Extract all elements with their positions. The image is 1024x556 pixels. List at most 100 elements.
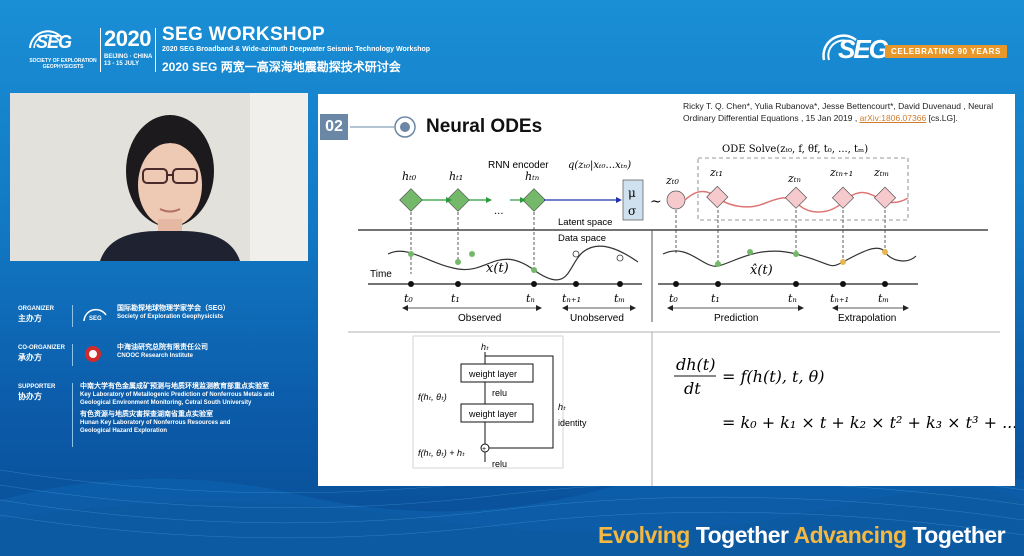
organizer-label: ORGANIZER 主办方 bbox=[18, 306, 54, 323]
h-node-n bbox=[522, 188, 546, 212]
eq-den: dt bbox=[684, 379, 701, 398]
relu-2-label: relu bbox=[492, 459, 507, 469]
data-space-label: Data space bbox=[558, 233, 606, 244]
t-left-n1: tₙ₊₁ bbox=[562, 292, 581, 305]
header-divider bbox=[100, 28, 101, 72]
header-year: 2020 bbox=[104, 26, 151, 51]
presenter-image bbox=[10, 93, 308, 261]
webcam-video bbox=[10, 93, 308, 261]
xt-label: x(t) bbox=[486, 261, 509, 276]
supporter-label: SUPPORTER 协办方 bbox=[18, 384, 56, 401]
co-organizer-name: 中海油研究总院有限责任公司 CNOOC Research Institute bbox=[117, 344, 208, 359]
org-divider bbox=[72, 383, 73, 447]
h-node-1 bbox=[446, 188, 470, 212]
z-label-1: zₜ₁ bbox=[709, 166, 723, 179]
z0-node bbox=[666, 190, 686, 210]
sigma-label: σ bbox=[628, 204, 636, 218]
t-right-n1: tₙ₊₁ bbox=[830, 292, 849, 305]
tagline: Evolving Together Advancing Together bbox=[598, 522, 1006, 548]
workshop-title: SEG WORKSHOP bbox=[162, 24, 326, 45]
cnooc-logo-icon bbox=[85, 346, 101, 362]
seg-left-wordmark: SEG bbox=[36, 32, 72, 52]
unobserved-label: Unobserved bbox=[570, 313, 624, 324]
eq-rhs: = f(h(t), t, θ) bbox=[722, 367, 825, 386]
slide-reference: Ricky T. Q. Chen*, Yulia Rubanova*, Jess… bbox=[683, 101, 994, 123]
workshop-subtitle-en: 2020 SEG Broadband & Wide-azimuth Deepwa… bbox=[162, 46, 431, 53]
mu-sigma-box bbox=[622, 179, 644, 221]
h-label-0: hₜ₀ bbox=[402, 170, 417, 183]
slide-number-badge: 02 bbox=[320, 114, 348, 140]
t-left-n: tₙ bbox=[526, 292, 535, 305]
q-label: q(zₜ₀|xₜ₀...xₜₙ) bbox=[568, 160, 631, 171]
z-label-m: zₜₘ bbox=[873, 166, 889, 179]
ode-solve-label: ODE Solve(zₜ₀, f, θf, t₀, ..., tₘ) bbox=[722, 144, 868, 155]
time-label: Time bbox=[370, 269, 392, 280]
celebrating-badge: CELEBRATING 90 YEARS bbox=[885, 45, 1007, 58]
seg-arc-icon bbox=[29, 30, 63, 49]
ht-side-label: hₜ bbox=[558, 402, 566, 412]
weight-layer-1 bbox=[460, 363, 534, 383]
sum-label: f(hₜ, θₜ) + hₜ bbox=[418, 448, 465, 458]
co-organizer-label: CO-ORGANIZER 承办方 bbox=[18, 345, 65, 362]
arxiv-link[interactable]: arXiv:1806.07366 bbox=[859, 113, 927, 123]
h-label-n: hₜₙ bbox=[525, 170, 539, 183]
supporter-names: 中南大学有色金属成矿预测与地质环境监测教育部重点实验室 Key Laborato… bbox=[80, 383, 275, 434]
weight-layer-2-label: weight layer bbox=[468, 409, 517, 419]
z-node-n bbox=[784, 186, 808, 209]
xhat-curve bbox=[662, 247, 917, 267]
z-node-m bbox=[873, 186, 897, 209]
tilde: ~ bbox=[650, 194, 662, 210]
title-circle-icon bbox=[394, 116, 416, 138]
h-node-0 bbox=[399, 188, 423, 212]
identity-label: identity bbox=[558, 418, 587, 428]
ode-equations: dh(t) dt = f(h(t), t, θ) = k₀ + k₁ × t +… bbox=[674, 355, 1015, 432]
xhat-label: x̂(t) bbox=[750, 263, 773, 278]
organizer-name: 国际勘探地球物理学家学会（SEG） Society of Exploration… bbox=[117, 305, 230, 320]
seg-small-logo: SEG bbox=[83, 308, 107, 322]
mu-label: μ bbox=[628, 186, 636, 200]
header-year-sub: BEIJING · CHINA 13 - 15 JULY bbox=[104, 54, 153, 67]
sum-plus: + bbox=[482, 446, 486, 453]
workshop-subtitle-cn: 2020 SEG 两宽一高深海地震勘探技术研讨会 bbox=[162, 60, 401, 74]
extrapolation-label: Extrapolation bbox=[838, 313, 896, 324]
slide-diagram: RNN encoder hₜ₀ hₜ₁ hₜₙ ... q(zₜ₀|xₜ₀...… bbox=[348, 116, 1015, 486]
org-divider bbox=[72, 344, 73, 366]
presentation-slide: RNN encoder hₜ₀ hₜ₁ hₜₙ ... q(zₜ₀|xₜ₀...… bbox=[318, 94, 1015, 486]
h-label-1: hₜ₁ bbox=[449, 170, 463, 183]
eq-num: dh(t) bbox=[676, 355, 715, 374]
xt-curve bbox=[387, 245, 639, 281]
observed-label: Observed bbox=[458, 313, 501, 324]
org-divider bbox=[72, 305, 73, 327]
svg-text:SEG: SEG bbox=[89, 316, 102, 322]
eq-expansion: = k₀ + k₁ × t + k₂ × t² + k₃ × t³ + ... bbox=[722, 413, 1015, 432]
ode-solve-box bbox=[697, 157, 909, 221]
z-node-n1 bbox=[831, 186, 855, 209]
resnet-ht-top: hₜ bbox=[481, 342, 489, 352]
t-left-m: tₘ bbox=[614, 292, 625, 305]
f-left-label: f(hₜ, θₜ) bbox=[418, 392, 447, 402]
z-label-0: zₜ₀ bbox=[665, 174, 680, 187]
rnn-ellipsis: ... bbox=[494, 206, 504, 217]
z-node-1 bbox=[706, 185, 729, 209]
header-divider-2 bbox=[155, 28, 156, 72]
z-label-n1: zₜₙ₊₁ bbox=[829, 166, 853, 179]
t-left-1: t₁ bbox=[451, 292, 460, 305]
t-right-m: tₘ bbox=[878, 292, 889, 305]
prediction-label: Prediction bbox=[714, 313, 758, 324]
seg-right-wordmark: SEG bbox=[838, 34, 889, 64]
t-right-1: t₁ bbox=[711, 292, 720, 305]
resnet-block: hₜ weight layer relu weight layer + relu… bbox=[412, 335, 587, 469]
weight-layer-2 bbox=[460, 403, 534, 423]
weight-layer-1-label: weight layer bbox=[468, 369, 517, 379]
t-right-n: tₙ bbox=[788, 292, 797, 305]
z-label-n: zₜₙ bbox=[787, 172, 801, 185]
rnn-encoder-label: RNN encoder bbox=[488, 160, 549, 171]
t-left-0: t₀ bbox=[404, 292, 413, 305]
background-wave bbox=[0, 466, 1024, 556]
seg-left-subtitle: SOCIETY OF EXPLORATION GEOPHYSICISTS bbox=[29, 58, 97, 70]
seg-logo-left: SEG SOCIETY OF EXPLORATION GEOPHYSICISTS bbox=[22, 24, 102, 74]
latent-space-label: Latent space bbox=[558, 217, 612, 228]
seg-arc-icon-right bbox=[822, 34, 857, 61]
slide-title: Neural ODEs bbox=[426, 116, 543, 137]
relu-1-label: relu bbox=[492, 388, 507, 398]
